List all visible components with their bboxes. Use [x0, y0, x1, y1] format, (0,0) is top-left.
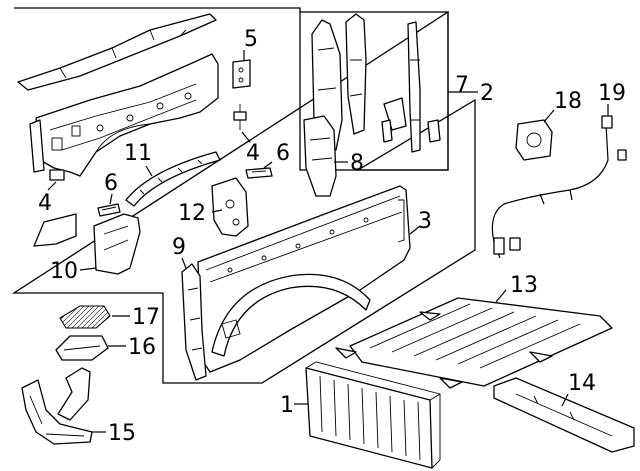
part-5-bracket: [232, 59, 251, 89]
leader-6-right: [263, 161, 273, 169]
part-reinforcement-left: [33, 213, 77, 247]
leader-9: [181, 257, 187, 269]
callout-7: 7: [455, 73, 469, 98]
callout-6-right: 6: [276, 141, 290, 166]
callout-9: 9: [172, 235, 186, 260]
callout-4-upper: 4: [246, 141, 260, 166]
callout-17: 17: [132, 305, 160, 330]
part-18-connector: [515, 119, 553, 161]
part-17-step-pad: [59, 305, 111, 329]
part-4-clip: [49, 169, 65, 181]
leader-11: [145, 165, 153, 177]
part-19-wiring-harness: [491, 115, 627, 259]
callout-18: 18: [554, 89, 582, 114]
callout-14: 14: [568, 371, 596, 396]
callout-11: 11: [124, 141, 152, 166]
part-16-step: [55, 335, 109, 361]
leader-10: [79, 267, 97, 271]
part-6-plate-right: [245, 167, 273, 179]
part-10-reinforcement: [93, 213, 141, 275]
leader-18: [543, 109, 555, 123]
leader-3: [409, 225, 421, 235]
callout-6-left: 6: [104, 171, 118, 196]
callout-2: 2: [480, 81, 494, 106]
callout-3: 3: [418, 209, 432, 234]
callout-13: 13: [510, 273, 538, 298]
leader-6-left: [109, 193, 113, 205]
part-inner-box-side: [29, 53, 219, 177]
part-11-wheelhouse-strip: [125, 151, 221, 207]
part-inner-rail-top: [17, 13, 217, 91]
callout-12: 12: [178, 201, 206, 226]
callout-1: 1: [280, 393, 294, 418]
part-14-rail: [493, 377, 635, 453]
part-3-box-side-outer: [197, 185, 411, 373]
callout-15: 15: [108, 421, 136, 446]
callout-5: 5: [244, 27, 258, 52]
callout-10: 10: [50, 259, 78, 284]
leader-14: [561, 393, 569, 407]
callout-19: 19: [598, 81, 626, 106]
callout-4-left: 4: [38, 191, 52, 216]
part-1-front-panel: [305, 361, 442, 469]
leader-13: [495, 289, 507, 303]
leader-4-upper: [241, 131, 251, 143]
part-12-bracket: [211, 177, 249, 237]
part-4-pin: [233, 104, 247, 130]
leader-12: [211, 209, 223, 213]
callout-16: 16: [128, 335, 156, 360]
leader-4-left: [47, 181, 57, 191]
part-15-step-bracket: [21, 367, 93, 445]
part-8-panel: [303, 115, 337, 197]
part-6-plate-left: [97, 203, 121, 217]
callout-8: 8: [350, 151, 364, 176]
part-13-bed-floor: [335, 297, 613, 389]
subassembly-frame-7: [299, 11, 449, 171]
part-9-pillar: [181, 263, 207, 381]
